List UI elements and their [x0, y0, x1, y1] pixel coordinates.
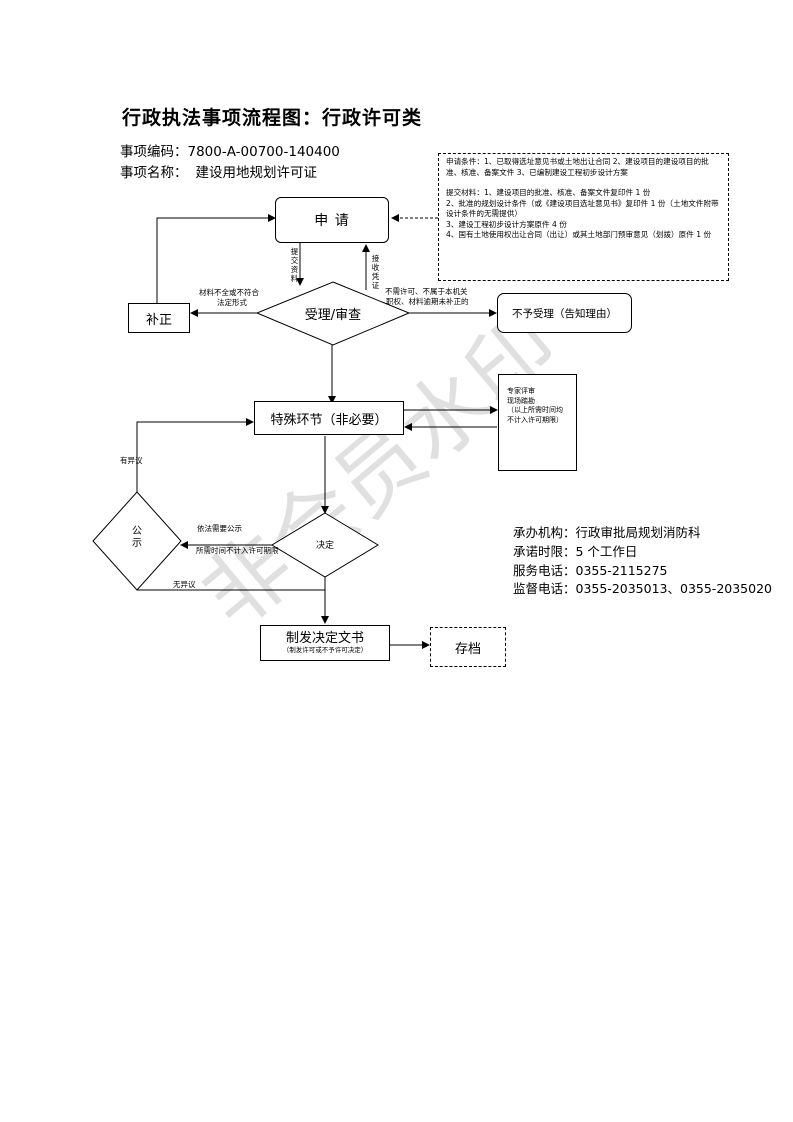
edge-label-time-excluded: 所需时间不计入许可期限	[196, 546, 279, 555]
edge-label-not-required-2: 职权、材料逾期未补正的	[386, 297, 469, 306]
special-label: 特殊环节（非必要）	[270, 412, 388, 428]
supervision-phone: 监督电话：0355-2035013、0355-2035020	[513, 581, 772, 596]
item-name-label: 事项名称：	[120, 165, 188, 181]
edge-label-needs-publicity: 依法需要公示	[197, 524, 242, 533]
edge-label-no-objection: 无异议	[173, 580, 196, 589]
service-phone: 服务电话：0355-2115275	[513, 563, 668, 578]
special-node: 特殊环节（非必要）	[254, 401, 404, 435]
item-code-label: 事项编码：	[120, 144, 188, 160]
archive-node: 存档	[430, 627, 506, 667]
decide-label: 决定	[315, 541, 334, 551]
expert-label: 专家评审 现场踏勘 （以上所需时间均不计入许可期限）	[507, 387, 563, 424]
requirements-material-3: 3、建设工程初步设计方案原件 4 份	[446, 219, 567, 229]
reject-label: 不予受理（告知理由）	[512, 307, 617, 320]
item-name: 事项名称： 建设用地规划许可证	[120, 161, 317, 181]
page-title: 行政执法事项流程图：行政许可类	[122, 107, 423, 129]
apply-node: 申 请	[275, 197, 389, 243]
item-code: 事项编码：7800-A-00700-140400	[120, 140, 340, 160]
requirements-material-2: 2、批准的规划设计条件（或《建设项目选址意见书》复印件 1 份（土地文件附带设计…	[446, 198, 719, 219]
requirements-material-4: 4、国有土地使用权出让合同（出让）或其土地部门预审意见（划拨）原件 1 份	[446, 230, 712, 239]
item-name-value: 建设用地规划许可证	[195, 165, 318, 181]
requirements-conditions: 申请条件：1、已取得选址意见书或土地出让合同 2、建设项目的建设项目的批准、核准…	[446, 157, 709, 177]
supplement-node: 补正	[128, 303, 190, 333]
edge-label-incomplete-2: 法定形式	[217, 298, 247, 307]
issue-note: （制发许可或不予许可决定）	[282, 646, 368, 654]
issue-label: 制发决定文书	[285, 631, 364, 646]
item-code-value: 7800-A-00700-140400	[187, 144, 340, 160]
supplement-label: 补正	[145, 312, 172, 328]
review-label: 受理/审查	[304, 308, 362, 323]
edge-label-has-objection: 有异议	[120, 456, 143, 465]
promised-time-limit: 承诺时限：5 个工作日	[513, 544, 638, 559]
requirements-material-1: 提交材料：1、建设项目的批准、核准、备案文件复印件 1 份	[446, 188, 651, 197]
edge-label-receipt: 接收凭证	[371, 254, 380, 290]
application-requirements-note: 申请条件：1、已取得选址意见书或土地出让合同 2、建设项目的建设项目的批准、核准…	[438, 153, 729, 281]
issue-node: 制发决定文书 （制发许可或不予许可决定）	[260, 625, 390, 661]
apply-label: 申 请	[314, 213, 350, 229]
review-node: 受理/审查	[290, 304, 376, 323]
expert-node: 专家评审 现场踏勘 （以上所需时间均不计入许可期限）	[498, 374, 577, 471]
decide-node: 决定	[300, 538, 350, 551]
publicize-label: 公示	[132, 526, 142, 549]
reject-node: 不予受理（告知理由）	[497, 293, 632, 333]
edge-label-not-required-1: 不需许可、不属于本机关	[385, 287, 468, 296]
edge-label-incomplete-1: 材料不全或不符合	[199, 288, 259, 297]
handling-org: 承办机构：行政审批局规划消防科	[513, 525, 701, 540]
edge-label-submit: 提交资料	[290, 247, 299, 283]
publicize-node: 公示	[130, 526, 144, 550]
archive-label: 存档	[454, 641, 481, 657]
